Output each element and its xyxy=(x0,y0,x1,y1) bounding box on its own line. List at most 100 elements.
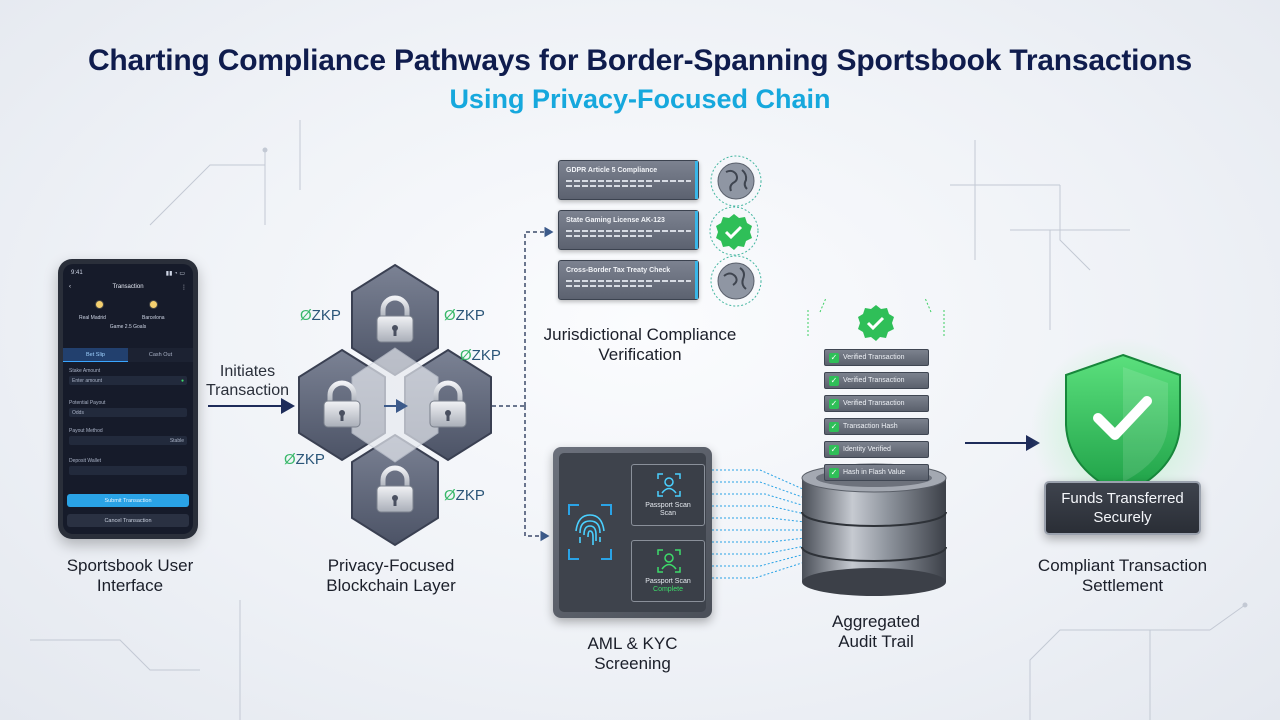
ledger-entry: ✓ Verified Transaction xyxy=(824,349,929,366)
ledger-entry-text: Hash in Flash Value xyxy=(843,469,906,476)
match-card: Real Madrid Barcelona Game 2.5 Goals xyxy=(69,298,187,342)
check-badge-icon xyxy=(709,206,759,256)
page-subtitle: Using Privacy-Focused Chain xyxy=(449,84,831,114)
zkp-label: ØZKP xyxy=(300,307,341,324)
label-blockchain: Privacy-Focused Blockchain Layer xyxy=(326,556,456,595)
zkp-label: ØZKP xyxy=(444,487,485,504)
globe-icon xyxy=(710,255,762,307)
check-icon: ✓ xyxy=(829,353,839,363)
zkp-label-text: ZKP xyxy=(471,347,501,364)
passport-scan-label-line2: Scan xyxy=(660,510,676,517)
ledger-entry: ✓ Transaction Hash xyxy=(824,418,929,435)
row-label: Deposit Wallet xyxy=(69,458,102,464)
ledger-entry-text: Verified Transaction xyxy=(843,377,905,384)
row-value: Odds xyxy=(72,409,84,416)
data-stream-lines xyxy=(712,469,806,579)
shield-check-icon xyxy=(1031,338,1215,522)
audit-up-arrows xyxy=(807,297,945,336)
zkp-label-text: ZKP xyxy=(455,487,485,504)
phone-screen: 9:41 ▮▮ ◔ ▭ ‹ Transaction ⋮ Real Madrid … xyxy=(63,264,193,534)
label-jurisdiction: Jurisdictional Compliance Verification xyxy=(543,325,737,364)
zkp-label: ØZKP xyxy=(284,451,325,468)
back-icon[interactable]: ‹ xyxy=(69,284,71,290)
check-icon: ✓ xyxy=(829,468,839,478)
check-badge-icon xyxy=(858,305,894,341)
check-icon: ✓ xyxy=(829,422,839,432)
lock-icon xyxy=(376,465,414,513)
tab-bet-slip[interactable]: Bet Slip xyxy=(63,348,128,362)
fingerprint-icon xyxy=(568,504,612,560)
label-aml-kyc: AML & KYC Screening xyxy=(587,634,678,673)
lock-icon xyxy=(429,380,467,428)
user-scan-icon xyxy=(657,473,681,497)
passport-scan-label: Passport Scan xyxy=(645,502,691,509)
funds-transferred-box: Funds Transferred Securely xyxy=(1044,481,1201,535)
label-audit-trail: Aggregated Audit Trail xyxy=(832,612,920,651)
check-icon: ✓ xyxy=(829,445,839,455)
row-label: Potential Payout xyxy=(69,400,106,406)
tab-cash-out[interactable]: Cash Out xyxy=(128,348,193,362)
background-circuit-lines xyxy=(30,120,1248,720)
zkp-label-text: ZKP xyxy=(311,307,341,324)
branch-connector xyxy=(492,226,554,542)
cancel-transaction-button[interactable]: Cancel Transaction xyxy=(67,514,189,527)
ledger-entry-text: Identity Verified xyxy=(843,446,891,453)
page-title: Charting Compliance Pathways for Border-… xyxy=(87,44,1193,77)
label-sportsbook: Sportsbook User Interface xyxy=(66,556,194,595)
zkp-label-text: ZKP xyxy=(295,451,325,468)
team-home-icon xyxy=(95,300,104,309)
app-title: Transaction xyxy=(112,284,144,290)
match-time: Game 2.5 Goals xyxy=(109,324,147,330)
row-value: Stable xyxy=(169,437,184,444)
compliance-card-title: State Gaming License AK-123 xyxy=(566,217,665,224)
ledger-entry-text: Verified Transaction xyxy=(843,354,905,361)
lock-icon xyxy=(376,295,414,343)
stake-input[interactable]: Enter amount ● xyxy=(69,376,187,385)
label-settlement: Compliant Transaction Settlement xyxy=(1037,556,1208,595)
ledger-entry-text: Verified Transaction xyxy=(843,400,905,407)
bet-tabs: Bet Slip Cash Out xyxy=(63,348,193,362)
zkp-label: ØZKP xyxy=(444,307,485,324)
status-time: 9:41 xyxy=(71,270,83,276)
initiates-transaction-label: Initiates Transaction xyxy=(206,363,289,399)
scan-status: Complete xyxy=(653,586,683,593)
check-icon: ● xyxy=(180,377,184,384)
compliance-card: State Gaming License AK-123 xyxy=(558,210,699,250)
compliance-card-title: Cross-Border Tax Treaty Check xyxy=(566,267,671,274)
zkp-label-text: ZKP xyxy=(455,307,485,324)
team-away-icon xyxy=(149,300,158,309)
passport-scan-label: Passport Scan xyxy=(645,578,691,585)
compliance-card: GDPR Article 5 Compliance xyxy=(558,160,699,200)
ledger-entry: ✓ Identity Verified xyxy=(824,441,929,458)
team-home-name: Real Madrid xyxy=(79,315,106,321)
ledger-entry-text: Transaction Hash xyxy=(843,423,898,430)
submit-transaction-button[interactable]: Submit Transaction xyxy=(67,494,189,507)
check-icon: ✓ xyxy=(829,399,839,409)
menu-icon[interactable]: ⋮ xyxy=(181,284,187,291)
zkp-label: ØZKP xyxy=(460,347,501,364)
payout-field[interactable]: Odds xyxy=(69,408,187,417)
database-icon xyxy=(801,463,947,596)
team-away-name: Barcelona xyxy=(142,315,165,321)
compliance-card-title: GDPR Article 5 Compliance xyxy=(566,167,658,174)
globe-icon xyxy=(710,155,762,207)
user-scan-icon xyxy=(657,549,681,573)
row-value: Enter amount xyxy=(72,377,103,384)
check-icon: ✓ xyxy=(829,376,839,386)
payout-method-select[interactable]: Stable xyxy=(69,436,187,445)
row-label: Stake Amount xyxy=(69,368,101,374)
wallet-input[interactable] xyxy=(69,466,187,475)
row-label: Payout Method xyxy=(69,428,103,434)
signal-icon: ▮▮ ◔ ▭ xyxy=(165,271,185,277)
compliance-card: Cross-Border Tax Treaty Check xyxy=(558,260,699,300)
app-bar: ‹ Transaction ⋮ xyxy=(63,280,193,294)
sportsbook-phone: 9:41 ▮▮ ◔ ▭ ‹ Transaction ⋮ Real Madrid … xyxy=(58,259,198,539)
ledger-entry: ✓ Hash in Flash Value xyxy=(824,464,929,481)
lock-icon xyxy=(323,380,361,428)
ledger-entry: ✓ Verified Transaction xyxy=(824,395,929,412)
status-bar: 9:41 ▮▮ ◔ ▭ xyxy=(71,270,185,278)
ledger-entry: ✓ Verified Transaction xyxy=(824,372,929,389)
